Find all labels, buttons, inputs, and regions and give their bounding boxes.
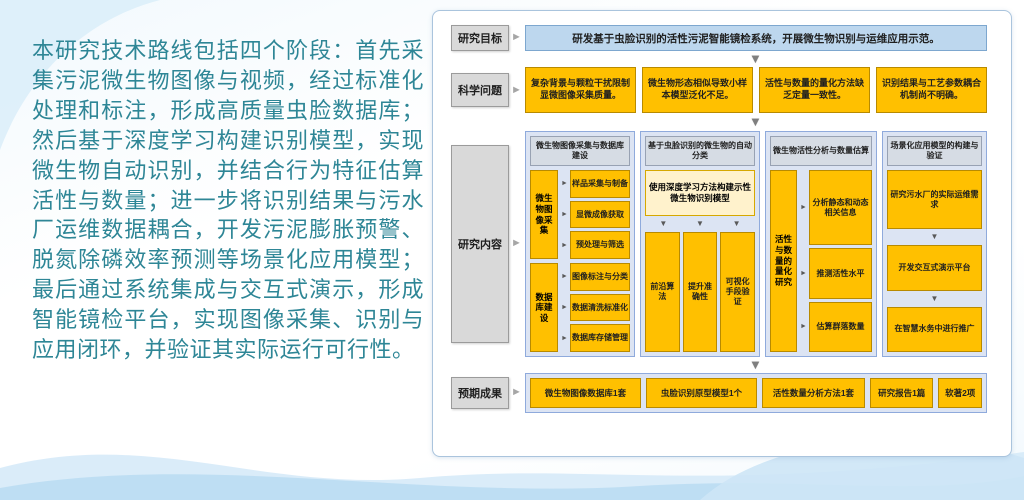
process-box: 数据库存储管理 (569, 324, 630, 353)
process-box: 预处理与筛选 (569, 231, 630, 260)
problem-item: 活性与数量的量化方法缺乏定量一致性。 (759, 67, 870, 113)
group-label: 活性与数量的量化研究 (770, 170, 797, 352)
arrow-down-icon: ▼ (749, 357, 762, 372)
arrow-right-icon: ► (561, 180, 568, 188)
stage-label-problems: 科学问题 (451, 73, 509, 107)
process-box: 可视化手段验证 (720, 232, 756, 352)
group-item-row: ► 显微成像获取 (561, 200, 630, 229)
arrow-down-icon: ▼ (732, 219, 741, 228)
results-row: 微生物图像数据库1套 虫脸识别原型模型1个 活性数量分析方法1套 研究报告1篇 … (525, 373, 987, 413)
research-column-activity: 微生物活性分析与数量估算 活性与数量的量化研究 ► 分析静态和动态相关信息 ► … (765, 131, 877, 357)
process-box: 估算群落数量 (808, 301, 872, 352)
problem-item: 复杂背景与颗粒干扰限制显微图像采集质量。 (525, 67, 636, 113)
goal-box: 研发基于虫脸识别的活性污泥智能镜检系统，开展微生物识别与运维应用示范。 (525, 25, 987, 51)
stage-label-goal: 研究目标 (451, 25, 509, 51)
arrow-right-icon: ► (800, 270, 807, 278)
arrow-right-icon: ► (561, 304, 568, 311)
model-box: 使用深度学习方法构建示性微生物识别模型 (645, 170, 755, 216)
activity-body: 活性与数量的量化研究 ► 分析静态和动态相关信息 ► 推测活性水平 ► 估算群落 (770, 170, 872, 352)
group-item-row: ► 数据库存储管理 (561, 324, 630, 353)
roadmap-diagram-panel: 研究目标 ► 研发基于虫脸识别的活性污泥智能镜检系统，开展微生物识别与运维应用示… (432, 10, 1012, 457)
arrow-down-icon: ▼ (696, 219, 704, 228)
arrow-right-icon: ► (511, 84, 522, 96)
arrow-down-icon: ▼ (749, 51, 762, 66)
process-box: 图像标注与分类 (569, 263, 630, 291)
column-header: 微生物活性分析与数量估算 (770, 136, 872, 166)
branch-arrows: ▼ ▼ ▼ (645, 220, 755, 228)
process-box: 分析静态和动态相关信息 (808, 170, 872, 246)
process-box: 显微成像获取 (569, 200, 630, 229)
group-item-row: ► 估算群落数量 (800, 301, 872, 352)
arrow-right-icon: ► (800, 323, 807, 331)
process-box: 推测活性水平 (808, 248, 872, 299)
image-collection-group: 微生物图像采集 ► 样品采集与制备 ► 显微成像获取 ► 预处理与筛选 (530, 170, 630, 260)
arrow-down-icon: ▼ (659, 219, 668, 228)
arrow-right-icon: ► (511, 237, 522, 249)
database-group: 数据库建设 ► 图像标注与分类 ► 数据清洗标准化 ► 数据库存储管理 (530, 263, 630, 353)
stage-label-results: 预期成果 (451, 377, 509, 409)
problem-item: 识别结果与工艺参数耦合机制尚不明确。 (876, 67, 987, 113)
process-box: 前沿算法 (645, 232, 680, 352)
left-description-text: 本研究技术路线包括四个阶段：首先采集污泥微生物图像与视频，经过标准化处理和标注，… (32, 38, 424, 363)
process-box: 研究污水厂的实际运维需求 (887, 170, 982, 230)
stage-label-research: 研究内容 (451, 145, 509, 343)
group-item-row: ► 样品采集与制备 (561, 170, 630, 198)
result-item: 软著2项 (938, 378, 982, 408)
group-items: ► 图像标注与分类 ► 数据清洗标准化 ► 数据库存储管理 (561, 263, 630, 353)
process-box: 开发交互式演示平台 (887, 245, 982, 291)
process-box: 数据清洗标准化 (569, 293, 630, 322)
arrow-down-icon: ▼ (930, 293, 939, 303)
process-box: 在智慧水务中进行推广 (887, 306, 982, 352)
result-item: 虫脸识别原型模型1个 (645, 378, 757, 408)
column-header: 微生物图像采集与数据库建设 (530, 136, 630, 166)
group-item-row: ► 推测活性水平 (800, 248, 872, 299)
arrow-right-icon: ► (511, 386, 522, 398)
result-item: 微生物图像数据库1套 (530, 378, 641, 408)
arrow-right-icon: ► (561, 211, 568, 218)
arrow-right-icon: ► (561, 334, 568, 342)
column-header: 场景化应用模型的构建与验证 (887, 136, 982, 166)
arrow-right-icon: ► (511, 31, 522, 43)
group-label: 数据库建设 (530, 263, 558, 352)
group-item-row: ► 分析静态和动态相关信息 (800, 170, 872, 246)
arrow-down-icon: ▼ (749, 114, 762, 129)
result-item: 活性数量分析方法1套 (761, 378, 865, 408)
problems-row: 复杂背景与颗粒干扰限制显微图像采集质量。 微生物形态相似导致小样本模型泛化不足。… (525, 67, 987, 113)
research-column-classification: 基于虫脸识别的微生物的自动分类 使用深度学习方法构建示性微生物识别模型 ▼ ▼ … (640, 131, 760, 357)
research-column-collection: 微生物图像采集与数据库建设 微生物图像采集 ► 样品采集与制备 ► 显微成像获取 (525, 131, 635, 357)
group-item-row: ► 数据清洗标准化 (561, 293, 630, 322)
research-column-application: 场景化应用模型的构建与验证 研究污水厂的实际运维需求 ▼ 开发交互式演示平台 ▼… (882, 131, 987, 357)
research-columns: 微生物图像采集与数据库建设 微生物图像采集 ► 样品采集与制备 ► 显微成像获取 (525, 131, 987, 357)
problem-item: 微生物形态相似导致小样本模型泛化不足。 (642, 67, 753, 113)
group-items: ► 样品采集与制备 ► 显微成像获取 ► 预处理与筛选 (561, 170, 630, 260)
arrow-right-icon: ► (561, 273, 568, 281)
column-header: 基于虫脸识别的微生物的自动分类 (645, 136, 755, 166)
arrow-down-icon: ▼ (930, 232, 939, 242)
process-box: 提升准确性 (682, 232, 718, 352)
group-items: ► 分析静态和动态相关信息 ► 推测活性水平 ► 估算群落数量 (800, 170, 872, 352)
classification-items: 前沿算法 提升准确性 可视化手段验证 (645, 232, 756, 352)
arrow-right-icon: ► (561, 241, 568, 249)
process-box: 样品采集与制备 (569, 170, 630, 198)
group-item-row: ► 预处理与筛选 (561, 231, 630, 260)
group-label: 微生物图像采集 (530, 170, 558, 259)
group-item-row: ► 图像标注与分类 (561, 263, 630, 291)
result-item: 研究报告1篇 (869, 378, 934, 408)
arrow-right-icon: ► (800, 204, 807, 212)
